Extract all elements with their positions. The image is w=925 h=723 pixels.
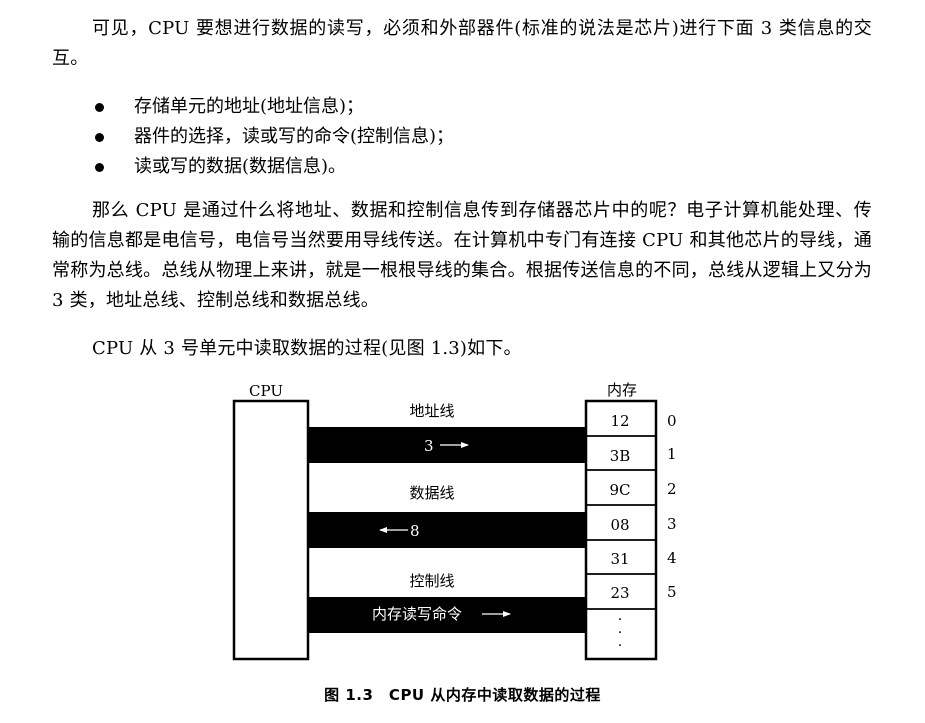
control-bus-label: 控制线: [409, 572, 454, 590]
memory-address: 5: [667, 583, 677, 601]
memory-box: [584, 399, 658, 661]
ellipsis-dot: ·: [618, 625, 622, 641]
bullet-icon: [95, 103, 104, 112]
control-value: 内存读写命令: [372, 605, 462, 623]
list-item: 读或写的数据(数据信息)。: [90, 152, 454, 182]
memory-address: 2: [667, 480, 677, 498]
list-item-text: 读或写的数据(数据信息)。: [134, 156, 347, 177]
memory-address: 0: [667, 412, 677, 430]
memory-label: 内存: [607, 381, 637, 399]
cpu-label: CPU: [249, 382, 283, 400]
memory-cell-value: 9C: [609, 481, 630, 499]
memory-cell-value: 23: [610, 584, 629, 602]
paragraph-figure-intro: CPU 从 3 号单元中读取数据的过程(见图 1.3)如下。: [92, 338, 522, 359]
list-item-text: 器件的选择，读或写的命令(控制信息)；: [134, 126, 455, 147]
list-item: 存储单元的地址(地址信息)；: [90, 92, 454, 122]
address-value: 3: [424, 437, 434, 455]
list-item: 器件的选择，读或写的命令(控制信息)；: [90, 122, 454, 152]
memory-address: 4: [667, 549, 677, 567]
data-value: 8: [410, 522, 420, 540]
ellipsis-dot: ·: [618, 612, 622, 628]
paragraph-bus-explanation: 那么 CPU 是通过什么将地址、数据和控制信息传到存储器芯片中的呢？电子计算机能…: [52, 200, 872, 311]
memory-cell-value: 3B: [610, 447, 631, 465]
figure-caption: 图 1.3 CPU 从内存中读取数据的过程: [324, 686, 601, 704]
data-bus-label: 数据线: [409, 484, 454, 502]
control-bus: [308, 597, 588, 633]
ellipsis-dot: ·: [618, 638, 622, 654]
bullet-icon: [95, 163, 104, 172]
memory-address: 3: [667, 515, 677, 533]
memory-cell-value: 31: [610, 550, 629, 568]
address-bus-label: 地址线: [409, 402, 454, 420]
bullet-icon: [95, 133, 104, 142]
data-bus: [308, 512, 588, 548]
paragraph-intro: 可见，CPU 要想进行数据的读写，必须和外部器件(标准的说法是芯片)进行下面 3…: [52, 18, 872, 69]
memory-cell-value: 08: [610, 516, 629, 534]
memory-address: 1: [667, 445, 677, 463]
info-types-list: 存储单元的地址(地址信息)； 器件的选择，读或写的命令(控制信息)； 读或写的数…: [90, 92, 454, 182]
list-item-text: 存储单元的地址(地址信息)；: [134, 96, 365, 117]
memory-cell-value: 12: [610, 412, 629, 430]
cpu-box: [232, 399, 310, 661]
